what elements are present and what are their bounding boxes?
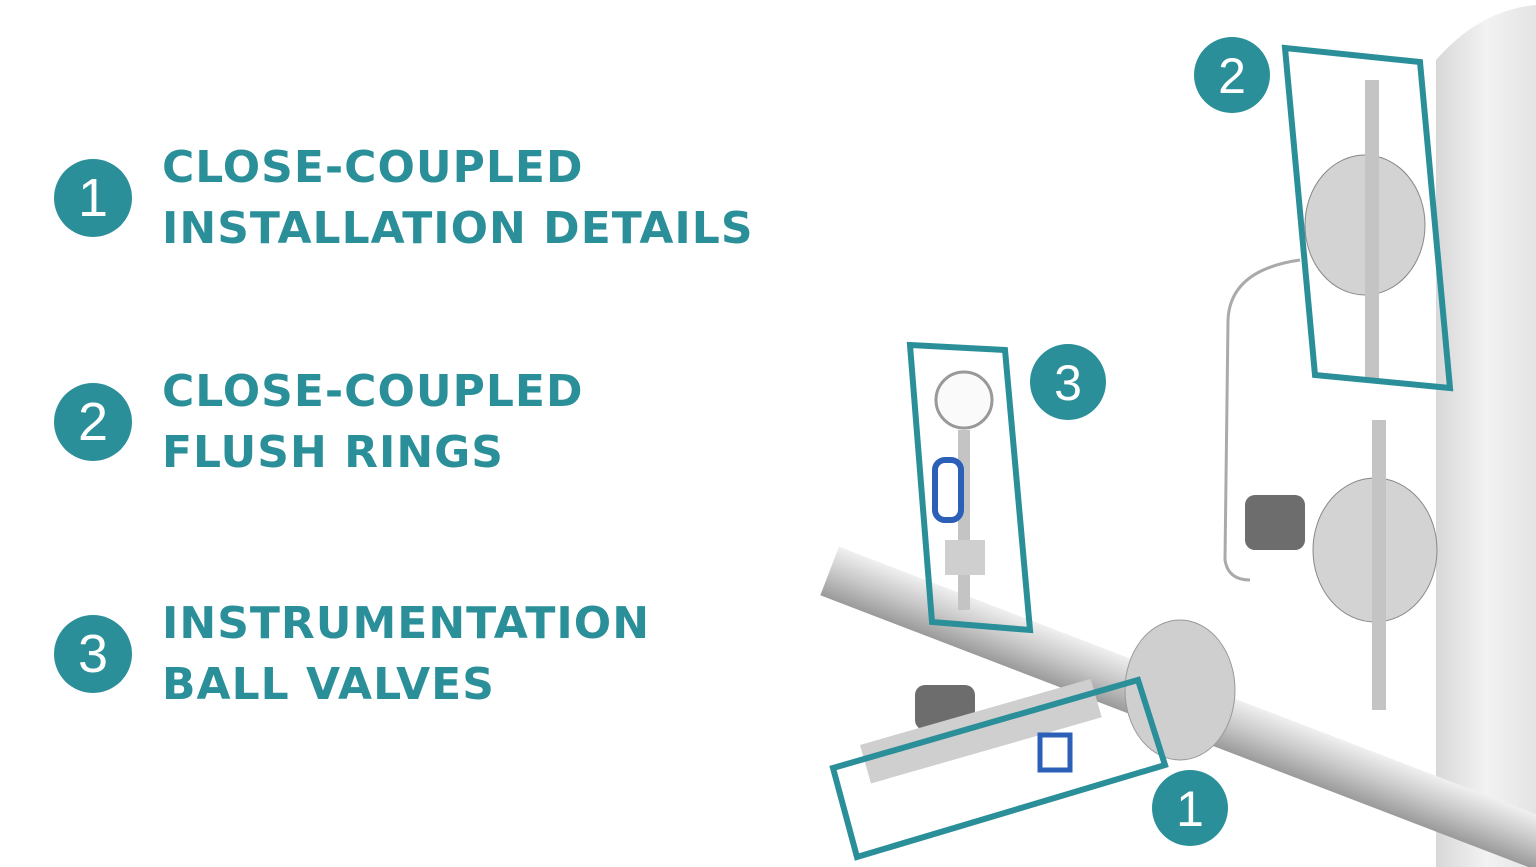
number-badge: 2 [54,383,132,461]
number-badge: 3 [54,615,132,693]
flange-lower [1245,420,1438,710]
label-line: CLOSE-COUPLED [162,142,584,193]
label-line: INSTRUMENTATION [162,598,651,649]
tank [1436,5,1536,867]
gauge [932,370,994,610]
label-line: INSTALLATION DETAILS [162,203,754,254]
highlight-box-2 [1281,44,1454,392]
label-line: CLOSE-COUPLED [162,366,584,417]
list-item-1: 1 CLOSE-COUPLED INSTALLATION DETAILS [54,137,754,259]
item-label: CLOSE-COUPLED FLUSH RINGS [162,361,583,483]
label-line: BALL VALVES [162,659,495,710]
callout-number: 2 [1218,48,1246,104]
flange-upper [1304,80,1426,380]
impulse-line [1223,258,1301,582]
callout-number: 1 [1176,781,1204,837]
list-item-2: 2 CLOSE-COUPLED FLUSH RINGS [54,361,583,483]
highlight-box-1 [829,676,1169,861]
label-line: FLUSH RINGS [162,427,504,478]
callout-badge-2: 2 [1194,37,1270,113]
list-item-3: 3 INSTRUMENTATION BALL VALVES [54,593,650,715]
callout-badge-3: 3 [1030,344,1106,420]
callout-number: 3 [1054,355,1082,411]
callout-badge-1: 1 [1152,770,1228,846]
item-label: CLOSE-COUPLED INSTALLATION DETAILS [162,137,754,259]
number-badge: 1 [54,159,132,237]
item-label: INSTRUMENTATION BALL VALVES [162,593,650,715]
transmitter-assembly [860,678,1102,784]
highlight-box-3 [906,341,1034,634]
